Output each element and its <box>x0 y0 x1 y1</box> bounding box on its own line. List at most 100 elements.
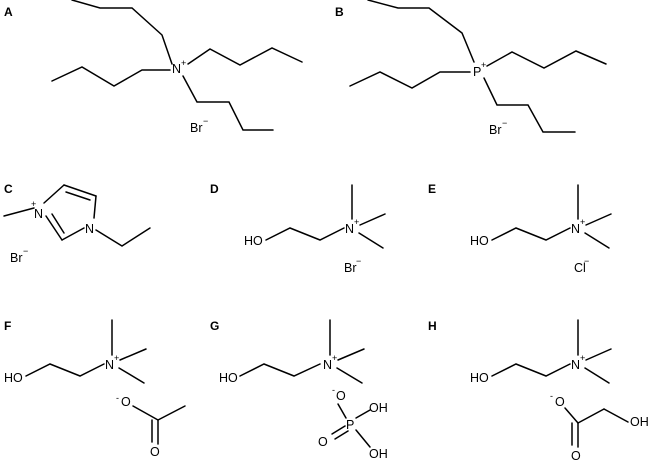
atom-n-e: N <box>571 222 580 236</box>
panel-d-bonds <box>265 184 386 249</box>
panel-b: B P + Br − <box>335 0 607 137</box>
counterion-a: Br <box>190 121 203 135</box>
anion-charge-h: - <box>550 391 553 401</box>
charge-n-a: + <box>181 58 186 68</box>
bond-c4-c5-double <box>65 191 91 201</box>
methyl-down-right <box>118 367 145 384</box>
panel-a: A N + Br − <box>4 0 303 135</box>
atom-n-d: N <box>345 222 354 236</box>
panel-label-c: C <box>4 182 13 196</box>
acetate-c-o-single <box>132 405 159 421</box>
hydroxyl-g: HO <box>219 371 238 385</box>
charge-n-g: + <box>332 353 337 363</box>
counterion-c: Br <box>10 251 23 265</box>
charge-n-e: + <box>580 217 585 227</box>
panel-f: F HO N + - O O <box>4 319 186 459</box>
phosphate-p-oh2 <box>355 429 371 448</box>
butyl-chain-right <box>187 47 303 66</box>
butyl-chain-left <box>349 71 471 89</box>
panel-label-h: H <box>428 319 437 333</box>
bond-c4-c5 <box>63 184 97 197</box>
phosphate-oh1-g: OH <box>369 401 388 415</box>
bond-n1-c2-double <box>51 213 65 234</box>
panel-label-g: G <box>210 319 219 333</box>
charge-n1-c: + <box>31 199 36 209</box>
panel-g-bonds <box>239 319 371 448</box>
phosphate-p-oh1 <box>355 409 371 419</box>
carbonyl-oxygen-h: O <box>571 449 581 463</box>
methyl-down-right <box>336 367 363 384</box>
methyl-down-right <box>584 367 610 384</box>
butyl-chain-upper-left <box>71 0 173 65</box>
counterion-charge-c: − <box>23 246 28 256</box>
charge-n-d: + <box>354 217 359 227</box>
butyl-chain-upper-left <box>367 0 475 63</box>
charge-n-f: + <box>114 353 119 363</box>
panel-b-bonds <box>349 0 607 133</box>
atom-p-b: P <box>473 65 481 79</box>
atom-n-a: N <box>172 62 181 76</box>
hydroxyethyl-chain <box>491 363 571 377</box>
panel-a-bonds <box>51 0 303 131</box>
imidazolium-ring <box>3 184 151 247</box>
glycolate-o-c <box>564 407 579 424</box>
anion-oxygen-f: O <box>121 395 131 409</box>
panel-h: H HO N + - O O OH <box>428 319 649 463</box>
phosphate-p-o-double-second <box>334 430 349 440</box>
panel-c: C N + N Br − <box>3 182 151 265</box>
atom-n1-c: N <box>34 207 43 221</box>
hydroxyethyl-chain <box>239 363 321 377</box>
phosphorus-g: P <box>346 418 354 432</box>
hydroxyl-h: HO <box>470 371 489 385</box>
hydroxyethyl-chain <box>265 227 345 241</box>
panel-label-b: B <box>335 5 344 19</box>
butyl-chain-right <box>486 50 607 69</box>
phosphate-p-o-double <box>331 425 346 435</box>
ethyl-chain-n3 <box>95 227 151 247</box>
phosphate-oh2-g: OH <box>369 447 388 461</box>
panel-g: G HO N + - O P OH O OH <box>210 319 388 461</box>
methyl-down-right <box>358 232 384 249</box>
glycolate-oh-h: OH <box>630 415 649 429</box>
glycolate-c-ch2 <box>577 408 605 424</box>
methyl-right <box>585 348 612 361</box>
atom-n-h: N <box>571 358 580 372</box>
counterion-e: Cl <box>574 261 586 275</box>
hydroxyl-f: HO <box>4 371 23 385</box>
butyl-chain-left <box>51 66 171 87</box>
acetate-c-methyl <box>157 405 186 421</box>
hydroxyethyl-chain <box>25 363 105 377</box>
hydroxyethyl-chain <box>491 227 571 241</box>
panel-label-e: E <box>428 182 436 196</box>
panel-e: E HO N + Cl − <box>428 182 612 275</box>
anion-charge-f: - <box>116 393 119 403</box>
panel-h-bonds <box>491 319 629 448</box>
panel-e-bonds <box>491 184 612 249</box>
anion-charge-g: - <box>332 385 335 395</box>
charge-p-b: + <box>481 60 486 70</box>
charge-n-h: + <box>580 353 585 363</box>
methyl-down-right <box>584 232 610 249</box>
counterion-charge-e: − <box>584 256 589 266</box>
bond-c5-n1 <box>43 184 65 204</box>
atom-n-g: N <box>323 358 332 372</box>
atom-n3-c: N <box>85 222 94 236</box>
counterion-b: Br <box>489 123 502 137</box>
glycolate-ch2-oh <box>603 408 629 423</box>
carbonyl-oxygen-f: O <box>150 445 160 459</box>
anion-oxygen-h: O <box>555 395 565 409</box>
bond-n3-c4 <box>93 195 97 219</box>
phosphate-o-p <box>337 403 347 419</box>
panel-label-d: D <box>210 182 219 196</box>
counterion-charge-a: − <box>203 116 208 126</box>
methyl-bond-n1 <box>3 207 35 217</box>
counterion-charge-b: − <box>502 118 507 128</box>
bond-c2-n3 <box>61 227 85 241</box>
panel-d: D HO N + Br − <box>210 182 386 275</box>
panel-f-bonds <box>25 319 186 445</box>
methyl-right <box>359 213 386 226</box>
phosphate-o-g: O <box>318 435 328 449</box>
panel-label-f: F <box>4 319 11 333</box>
